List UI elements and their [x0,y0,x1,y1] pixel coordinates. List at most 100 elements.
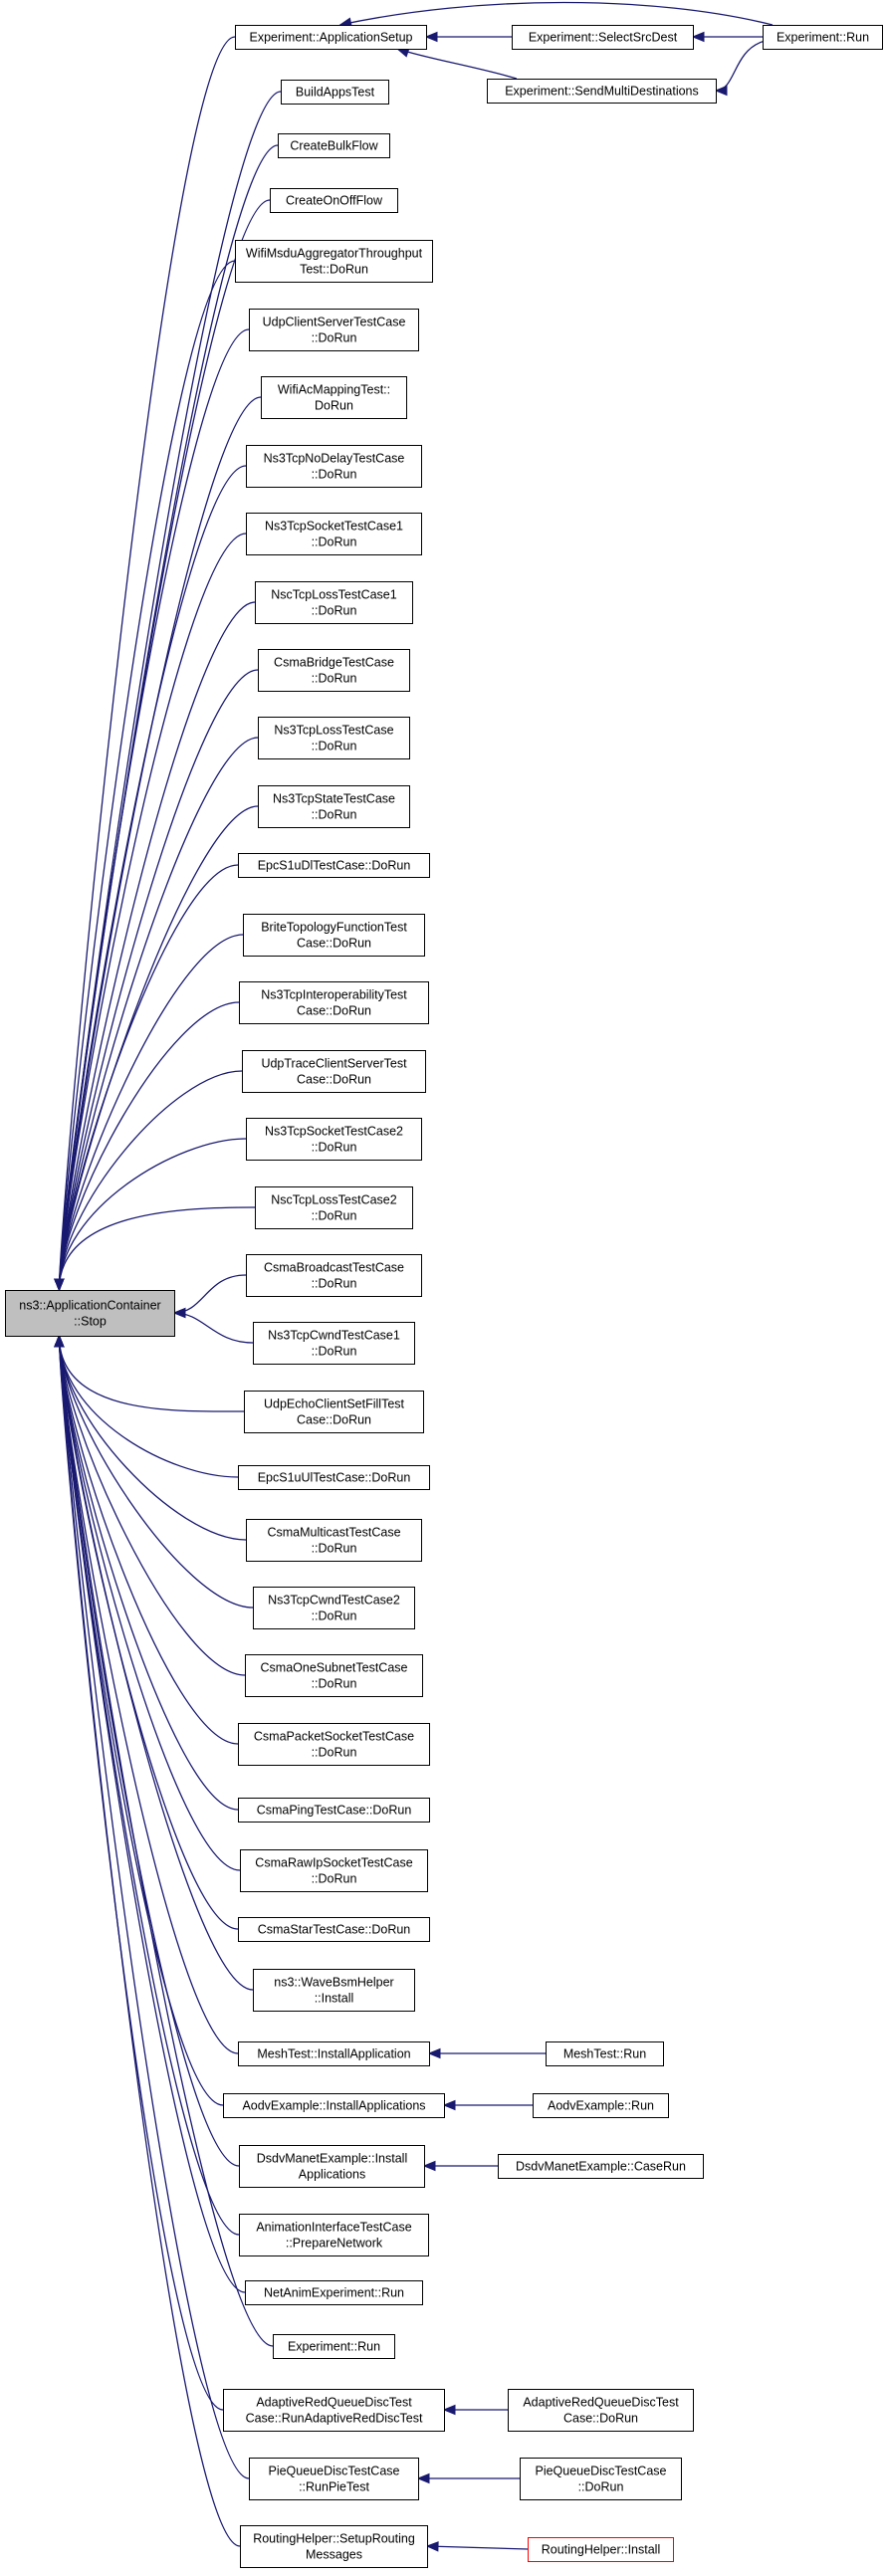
node-box [255,581,413,624]
node-csmamcast[interactable]: CsmaMulticastTestCase::DoRun [246,1519,422,1562]
node-label: Experiment::Run [288,2340,380,2354]
node-wifiac[interactable]: WifiAcMappingTest::DoRun [261,376,407,419]
node-appsetup[interactable]: Experiment::ApplicationSetup [235,25,427,50]
node-tcploss[interactable]: Ns3TcpLossTestCase::DoRun [258,717,410,759]
node-csmabcast[interactable]: CsmaBroadcastTestCase::DoRun [246,1254,422,1297]
edge-exprun1-to-sendmulti [715,41,764,92]
node-selectsrc[interactable]: Experiment::SelectSrcDest [512,25,694,50]
node-cwnd2[interactable]: Ns3TcpCwndTestCase2::DoRun [253,1587,415,1629]
node-box [243,914,425,957]
node-netanim[interactable]: NetAnimExperiment::Run [245,2280,423,2305]
node-label: DsdvManetExample::CaseRun [516,2160,686,2174]
node-box [244,1391,424,1433]
node-box [258,717,410,759]
node-label: PieQueueDiscTestCase [268,2465,399,2478]
node-epcdl[interactable]: EpcS1uDlTestCase::DoRun [238,853,430,878]
node-animprep[interactable]: AnimationInterfaceTestCase::PrepareNetwo… [239,2214,429,2256]
node-socket2[interactable]: Ns3TcpSocketTestCase2::DoRun [246,1118,422,1161]
node-sendmulti[interactable]: Experiment::SendMultiDestinations [487,79,717,104]
node-csmaping[interactable]: CsmaPingTestCase::DoRun [238,1798,430,1823]
node-root[interactable]: ns3::ApplicationContainer::Stop [5,1290,175,1337]
node-box [245,2280,423,2305]
node-box [546,2041,664,2066]
node-aodvinstall[interactable]: AodvExample::InstallApplications [223,2093,445,2118]
node-aredrun[interactable]: AdaptiveRedQueueDiscTestCase::RunAdaptiv… [223,2389,445,2432]
node-box [508,2389,694,2432]
edge-interop-to-root [58,1001,240,1291]
node-piedo[interactable]: PieQueueDiscTestCase::DoRun [520,2458,682,2500]
node-label: Case::RunAdaptiveRedDiscTest [246,2412,423,2426]
node-label: NetAnimExperiment::Run [264,2286,404,2300]
edge-epcdl-to-root [58,864,239,1291]
node-nscloss1[interactable]: NscTcpLossTestCase1::DoRun [255,581,413,624]
node-pierun[interactable]: PieQueueDiscTestCase::RunPieTest [249,2458,419,2500]
node-label: Messages [306,2548,362,2562]
node-bulkflow[interactable]: CreateBulkFlow [278,133,390,158]
node-box [238,1798,430,1823]
node-onoffflow[interactable]: CreateOnOffFlow [270,188,398,213]
node-tcpstate[interactable]: Ns3TcpStateTestCase::DoRun [258,785,410,828]
node-label: Ns3TcpInteroperabilityTest [261,988,407,1002]
node-cwnd1[interactable]: Ns3TcpCwndTestCase1::DoRun [253,1322,415,1365]
node-csmabridge[interactable]: CsmaBridgeTestCase::DoRun [258,649,410,692]
node-label: ::Stop [74,1315,107,1329]
node-label: ::DoRun [312,1677,357,1691]
node-label: ::Install [315,1992,354,2006]
node-box [238,2041,430,2066]
node-label: WifiAcMappingTest:: [278,383,390,397]
arrowhead-aodvrun-to-aodvinstall [442,2099,456,2111]
node-box [253,1969,415,2012]
node-label: Experiment::Run [776,31,869,45]
node-label: CsmaOneSubnetTestCase [261,1661,408,1675]
node-box [498,2154,704,2179]
node-label: Experiment::SelectSrcDest [529,31,678,45]
node-label: CsmaStarTestCase::DoRun [258,1923,411,1937]
node-onesubnet[interactable]: CsmaOneSubnetTestCase::DoRun [245,1654,423,1697]
node-aodvrun[interactable]: AodvExample::Run [533,2093,669,2118]
edge-appsetup-to-root [58,36,236,1291]
node-routinginstall[interactable]: RoutingHelper::Install [528,2537,674,2562]
edge-packetsock-to-root [58,1335,239,1745]
node-box [246,445,422,488]
edge-onesubnet-to-root [58,1335,246,1676]
node-label: Case::DoRun [297,1073,371,1087]
edge-routingsetup-to-root [58,1335,241,2547]
arrowhead-cwnd1-to-root [172,1307,186,1319]
node-wavebsm[interactable]: ns3::WaveBsmHelper::Install [253,1969,415,2012]
node-dsdvcase[interactable]: DsdvManetExample::CaseRun [498,2154,704,2179]
node-dsdvinstall[interactable]: DsdvManetExample::InstallApplications [239,2145,425,2188]
node-csmastar[interactable]: CsmaStarTestCase::DoRun [238,1917,430,1942]
node-rawip[interactable]: CsmaRawIpSocketTestCase::DoRun [240,1849,428,1892]
node-label: RoutingHelper::Install [542,2543,661,2557]
node-buildapps[interactable]: BuildAppsTest [281,80,389,105]
node-box [763,25,883,50]
edge-udpecho-to-root [58,1335,245,1412]
node-box [246,1254,422,1297]
arrowhead-nscloss2-to-root [54,1278,65,1292]
node-label: RoutingHelper::SetupRouting [253,2532,415,2546]
node-meshinstall[interactable]: MeshTest::InstallApplication [238,2041,430,2066]
node-packetsock[interactable]: CsmaPacketSocketTestCase::DoRun [238,1723,430,1766]
node-label: DsdvManetExample::Install [257,2152,407,2166]
node-nodelay[interactable]: Ns3TcpNoDelayTestCase::DoRun [246,445,422,488]
node-exprun2[interactable]: Experiment::Run [273,2334,395,2359]
arrowhead-exprun1-to-sendmulti [714,85,728,97]
node-socket1[interactable]: Ns3TcpSocketTestCase1::DoRun [246,513,422,555]
node-udpcs[interactable]: UdpClientServerTestCase::DoRun [249,309,419,351]
node-meshrun[interactable]: MeshTest::Run [546,2041,664,2066]
node-box [512,25,694,50]
node-exprun1[interactable]: Experiment::Run [763,25,883,50]
node-box [235,240,433,283]
node-box [235,25,427,50]
edge-csmamcast-to-root [58,1335,247,1541]
node-epcul[interactable]: EpcS1uUlTestCase::DoRun [238,1465,430,1490]
node-nscloss2[interactable]: NscTcpLossTestCase2::DoRun [255,1186,413,1229]
